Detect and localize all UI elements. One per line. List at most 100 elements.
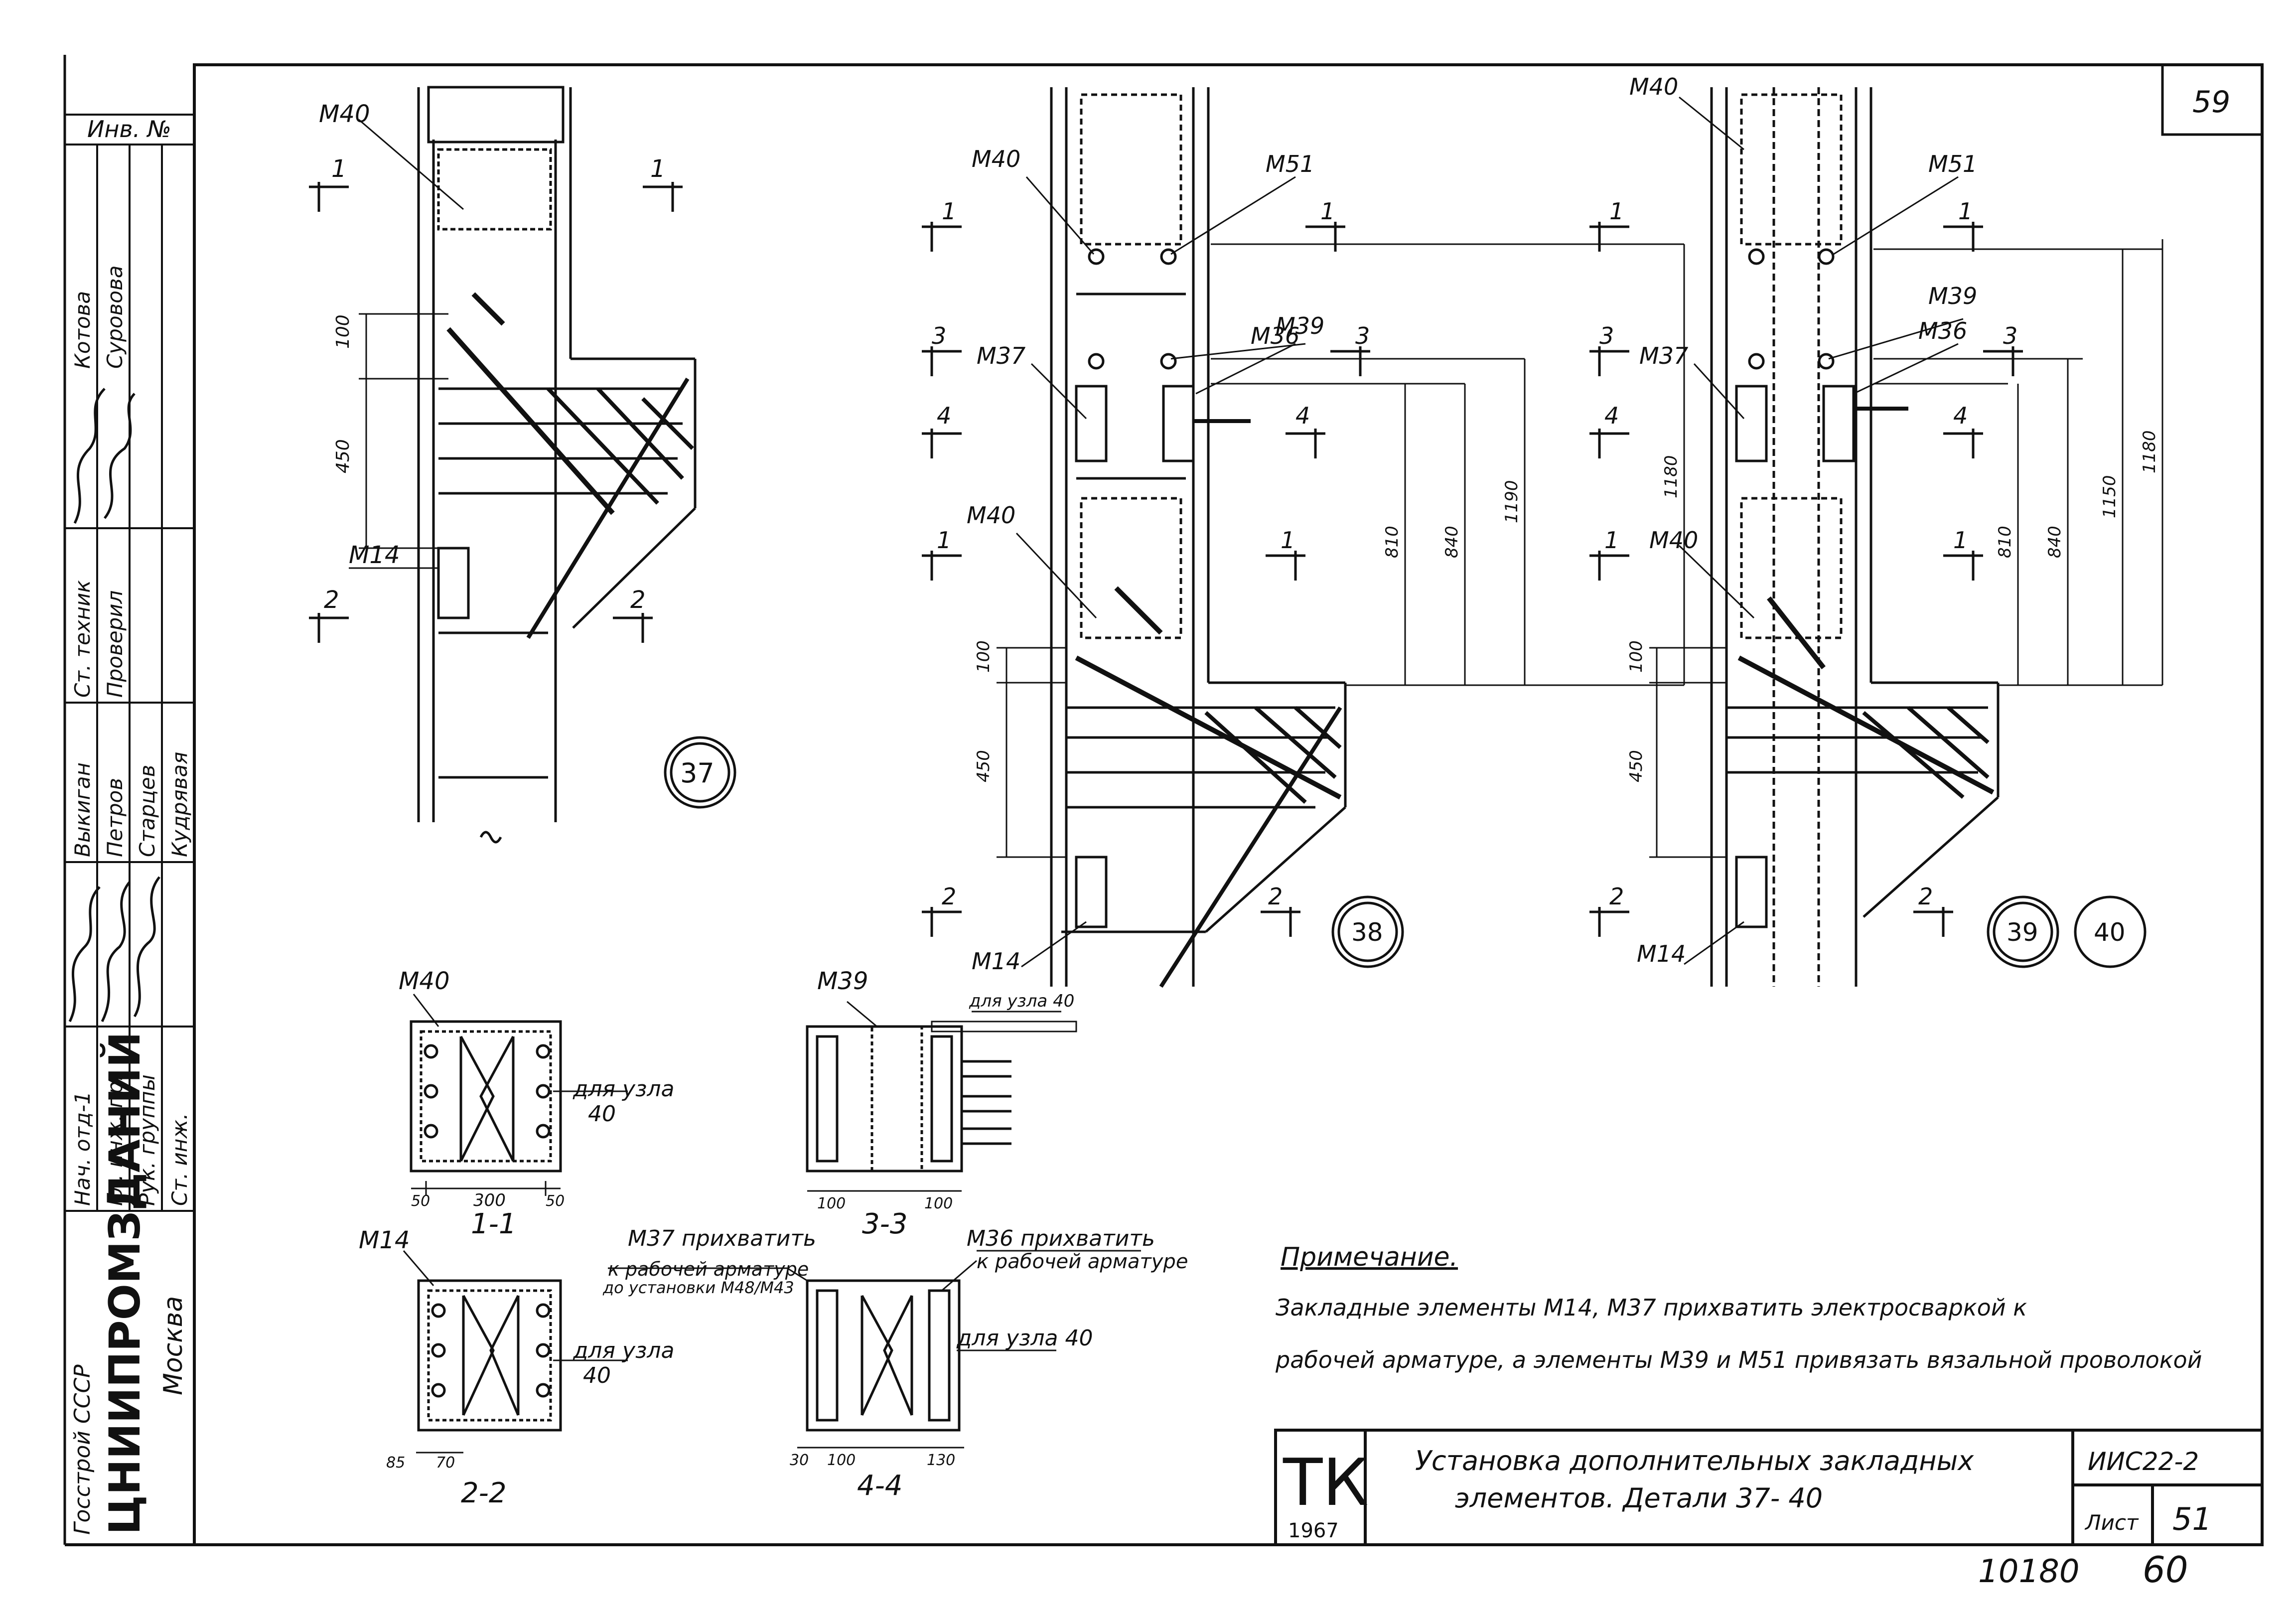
section-label-2-2: 2-2 xyxy=(461,1477,506,1509)
footer-number: 60 xyxy=(2143,1549,2188,1591)
section-note: для узла xyxy=(573,1338,675,1363)
section-dim: 100 xyxy=(817,1195,846,1212)
cut-label: 2 xyxy=(942,883,956,910)
section-label-3-3: 3-3 xyxy=(862,1208,907,1240)
mark-label: М40 xyxy=(972,146,1020,172)
section-dim: 300 xyxy=(473,1190,506,1210)
stamp-role: Рук. группы xyxy=(135,1074,159,1206)
section-dim: 50 xyxy=(546,1192,565,1210)
dim-label: 450 xyxy=(333,439,353,473)
section-note: для узла 40 xyxy=(969,991,1074,1011)
dim-label: 840 xyxy=(1442,526,1462,558)
left-stamp xyxy=(65,114,194,1212)
org-name: ЦНИИПРОМЗДАНИЙ xyxy=(100,1031,150,1535)
mark-label: М40 xyxy=(319,100,370,128)
cut-label: 1 xyxy=(1320,198,1335,225)
section-dim: 85 xyxy=(386,1454,405,1472)
detail-37-texts: М40 М14 100 450 1 1 2 2 37 xyxy=(319,100,715,789)
mark-label: М37 xyxy=(977,342,1025,369)
stamp-role: Ст. инж. xyxy=(167,1113,192,1206)
m37-note: М37 прихватить xyxy=(628,1226,816,1251)
detail-38-texts: М40 М51 М39 М37 М36 М40 М14 100 450 810 … xyxy=(932,146,1681,975)
stamp-role: Котова xyxy=(70,291,95,369)
section-note: для узла xyxy=(573,1076,675,1102)
sections-drawing xyxy=(403,994,1141,1454)
detail-39-texts: М40 М51 М39 М37 М36 М40 М14 100 450 810 … xyxy=(1599,73,2159,967)
dim-label: 450 xyxy=(974,750,994,782)
cut-label: 1 xyxy=(1604,527,1619,554)
section-note: 40 xyxy=(583,1363,611,1388)
detail-39-drawing xyxy=(1589,87,2163,987)
stamp-role: Выкиган xyxy=(70,762,95,857)
m36-note: М36 прихватить xyxy=(967,1226,1155,1251)
dim-label: 840 xyxy=(2045,526,2065,558)
cut-label: 1 xyxy=(942,198,956,225)
cut-label: 4 xyxy=(1953,402,1968,429)
node-number-40: 40 xyxy=(2094,918,2126,947)
cut-label: 2 xyxy=(630,586,646,614)
dim-label: 1180 xyxy=(1661,455,1681,498)
stamp-role: Суровова xyxy=(103,266,127,369)
cut-label: 1 xyxy=(331,155,347,183)
mark-label: М14 xyxy=(972,948,1020,975)
cut-label: 2 xyxy=(1609,883,1624,910)
section-note: 40 xyxy=(588,1101,616,1127)
note-line-2: рабочей арматуре, а элементы М39 и М51 п… xyxy=(1275,1346,2202,1373)
mark-label: М39 xyxy=(1928,283,1977,309)
title-line-1: Установка дополнительных закладных xyxy=(1415,1445,1974,1476)
title-logo-year: 1967 xyxy=(1288,1519,1339,1542)
dim-label: 810 xyxy=(1382,526,1402,558)
m37-note: к рабочей арматуре xyxy=(608,1258,809,1280)
section-dim: 100 xyxy=(827,1452,856,1469)
title-line-2: элементов. Детали 37- 40 xyxy=(1455,1482,1823,1514)
cut-label: 1 xyxy=(1609,198,1624,225)
section-mark: М14 xyxy=(359,1226,410,1254)
node-number-37: 37 xyxy=(680,757,715,789)
inv-label: Инв. № xyxy=(87,116,171,143)
dim-label: 100 xyxy=(1626,640,1646,673)
node-number-39: 39 xyxy=(2007,918,2038,947)
note-heading: Примечание. xyxy=(1281,1242,1458,1272)
cut-label: 2 xyxy=(1268,883,1283,910)
mark-label: М40 xyxy=(1649,527,1698,554)
m36-note: к рабочей арматуре xyxy=(977,1250,1188,1273)
stamp-role-texts: Нач. отд-1 Гл. инж. пр. Рук. группы Ст. … xyxy=(70,266,192,1206)
org-city: Москва xyxy=(158,1296,188,1395)
node-number-38: 38 xyxy=(1351,918,1383,947)
dim-label: 1150 xyxy=(2100,475,2120,518)
section-dim: 100 xyxy=(924,1195,953,1212)
section-mark: М40 xyxy=(399,967,450,995)
stamp-role: Кудрявая xyxy=(167,752,192,857)
cut-label: 3 xyxy=(2003,322,2017,349)
detail-37-drawing xyxy=(309,86,736,844)
dim-label: 100 xyxy=(333,314,353,349)
cut-label: 1 xyxy=(1281,527,1295,554)
section-dim: 70 xyxy=(436,1454,455,1472)
series-code: ИИС22-2 xyxy=(2088,1447,2199,1476)
cut-label: 4 xyxy=(1295,402,1310,429)
cut-label: 4 xyxy=(1604,402,1619,429)
stamp-role: Петров xyxy=(103,778,127,857)
sheet-number: 51 xyxy=(2172,1501,2212,1537)
sheet-label: Лист xyxy=(2084,1510,2139,1535)
page-number-box: 59 xyxy=(2161,63,2264,136)
m37-note: до установки М48/М43 xyxy=(602,1278,794,1297)
title-block xyxy=(1274,1429,2264,1546)
mark-label: М51 xyxy=(1928,150,1977,177)
page-number: 59 xyxy=(2192,85,2230,120)
dim-label: 1180 xyxy=(2140,430,2159,473)
mark-label: М51 xyxy=(1266,150,1314,177)
dim-label: 450 xyxy=(1626,750,1646,782)
mark-label: М14 xyxy=(349,541,400,569)
section-label-4-4: 4-4 xyxy=(857,1470,902,1502)
cut-label: 3 xyxy=(1599,322,1614,349)
cut-label: 2 xyxy=(1918,883,1933,910)
cut-label: 1 xyxy=(650,155,666,183)
stamp-role: Проверил xyxy=(103,590,127,698)
note-block: Примечание. Закладные элементы М14, М37 … xyxy=(1275,1242,2202,1373)
cut-label: 1 xyxy=(1953,527,1968,554)
handwritten-signatures xyxy=(68,388,160,1023)
section-note: для узла 40 xyxy=(956,1325,1093,1351)
mark-label: М40 xyxy=(1629,73,1678,100)
section-dim: 130 xyxy=(927,1452,955,1469)
